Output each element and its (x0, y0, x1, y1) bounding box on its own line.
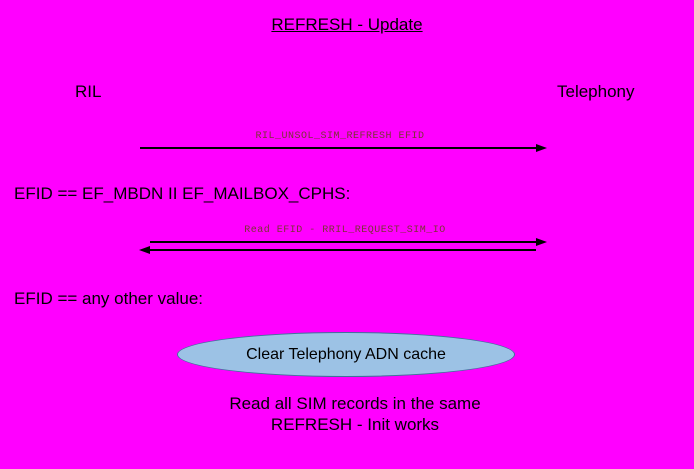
message-1-arrow-line (140, 147, 536, 149)
actor-ril: RIL (75, 82, 102, 101)
note-text-line-2: REFRESH - Init works (270, 415, 440, 434)
arrowhead-right-icon (536, 144, 547, 152)
clear-adn-cache-ellipse: Clear Telephony ADN cache (177, 332, 515, 377)
condition-any-other-value: EFID == any other value: (14, 289, 203, 308)
arrowhead-left-icon (139, 246, 150, 254)
message-2-arrow-line-response (150, 249, 536, 251)
actor-telephony: Telephony (557, 82, 635, 101)
diagram-title: REFRESH - Update (271, 15, 423, 34)
ellipse-label: Clear Telephony ADN cache (246, 345, 446, 363)
message-1-label: RIL_UNSOL_SIM_REFRESH EFID (255, 131, 425, 142)
note-text-line-1: Read all SIM records in the same (229, 394, 481, 413)
message-2-arrow-line-request (150, 241, 536, 243)
message-2-label: Read EFID - RRIL_REQUEST_SIM_IO (244, 225, 446, 236)
arrowhead-right-icon (536, 238, 547, 246)
condition-mbdn-mailbox: EFID == EF_MBDN II EF_MAILBOX_CPHS: (14, 184, 351, 203)
